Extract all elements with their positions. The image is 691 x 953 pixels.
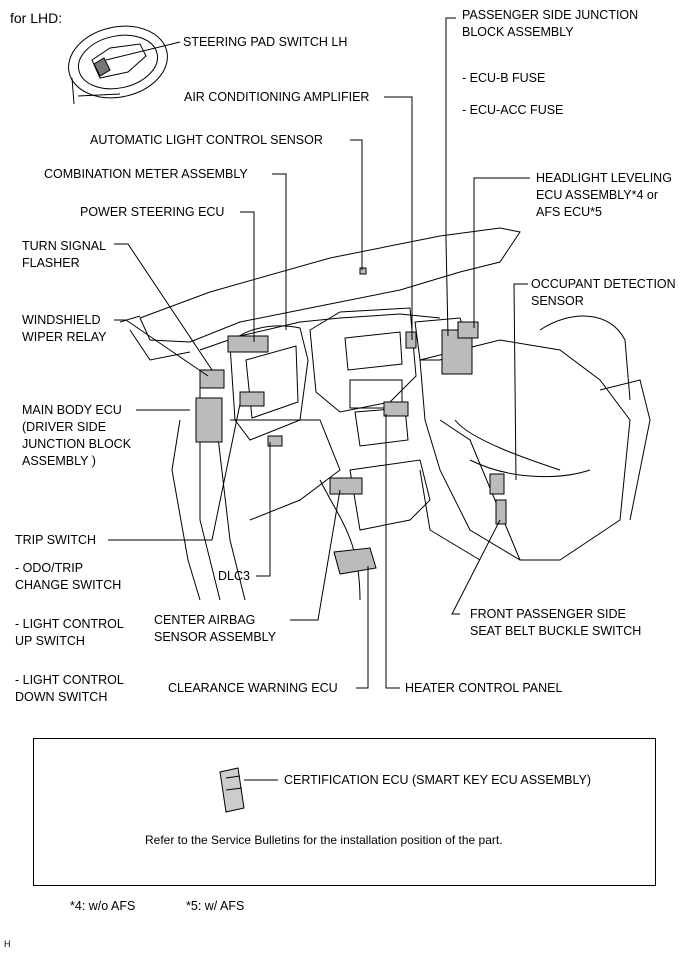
leader-ac-amp [384,96,413,340]
figure-code: H [4,939,11,949]
label-steering-pad-switch: STEERING PAD SWITCH LH [183,35,348,49]
certification-ecu-drawing [219,767,278,813]
label-windshield-wiper-relay: WINDSHIELD WIPER RELAY [22,313,107,344]
label-turn-signal-flasher: TURN SIGNAL FLASHER [22,239,107,270]
label-auto-light-sensor: AUTOMATIC LIGHT CONTROL SENSOR [90,133,323,147]
leader-auto-light [350,139,363,270]
label-certification-ecu: CERTIFICATION ECU (SMART KEY ECU ASSEMBL… [284,773,592,787]
label-ecu-b-fuse: - ECU-B FUSE [462,71,546,85]
leader-steering-pad [105,41,181,61]
label-trip-switch: TRIP SWITCH [15,533,97,547]
label-heater-control-panel: HEATER CONTROL PANEL [405,681,563,695]
label-main-body-ecu: MAIN BODY ECU (DRIVER SIDE JUNCTION BLOC… [22,403,132,468]
label-passenger-junction-block: PASSENGER SIDE JUNCTION BLOCK ASSEMBLY [462,8,639,39]
label-combination-meter: COMBINATION METER ASSEMBLY [44,167,248,181]
label-seat-belt-buckle-switch: FRONT PASSENGER SIDE SEAT BELT BUCKLE SW… [470,607,642,638]
leader-headlight [473,177,530,328]
leader-heater [385,414,400,689]
notice-text: Refer to the Service Bulletins for the i… [145,833,503,847]
label-ecu-acc-fuse: - ECU-ACC FUSE [462,103,564,117]
label-light-control-down: - LIGHT CONTROL DOWN SWITCH [15,673,124,704]
label-ac-amplifier: AIR CONDITIONING AMPLIFIER [184,90,370,104]
leader-lines [108,17,530,689]
leader-center-airbag [290,489,341,621]
leader-belt-buckle [451,519,501,615]
steering-wheel-inset [68,25,168,105]
leader-passenger-jb [445,17,456,337]
leader-trip-switch [108,403,241,541]
label-clearance-warning-ecu: CLEARANCE WARNING ECU [168,681,338,695]
leader-turn-signal [114,243,213,371]
label-occupant-detection-sensor: OCCUPANT DETECTION SENSOR [531,277,676,308]
footnote-4: *4: w/o AFS [70,899,136,913]
label-center-airbag-sensor: CENTER AIRBAG SENSOR ASSEMBLY [154,613,277,644]
leader-power-steering [240,211,255,342]
label-light-control-up: - LIGHT CONTROL UP SWITCH [15,617,124,648]
leader-dlc3 [256,442,271,577]
notice-box [33,738,656,886]
label-headlight-leveling-ecu: HEADLIGHT LEVELING ECU ASSEMBLY*4 or AFS… [536,171,672,219]
leader-occupant [513,283,528,481]
leader-combination-meter [272,173,287,330]
leader-wiper-relay [114,319,209,377]
variant-label: for LHD: [10,10,63,26]
footnote-5: *5: w/ AFS [186,899,245,913]
label-dlc3: DLC3 [218,569,250,583]
leader-clearance [356,566,369,689]
component-shapes [195,267,507,575]
label-power-steering-ecu: POWER STEERING ECU [80,205,225,219]
label-odo-trip-switch: - ODO/TRIP CHANGE SWITCH [15,561,122,592]
